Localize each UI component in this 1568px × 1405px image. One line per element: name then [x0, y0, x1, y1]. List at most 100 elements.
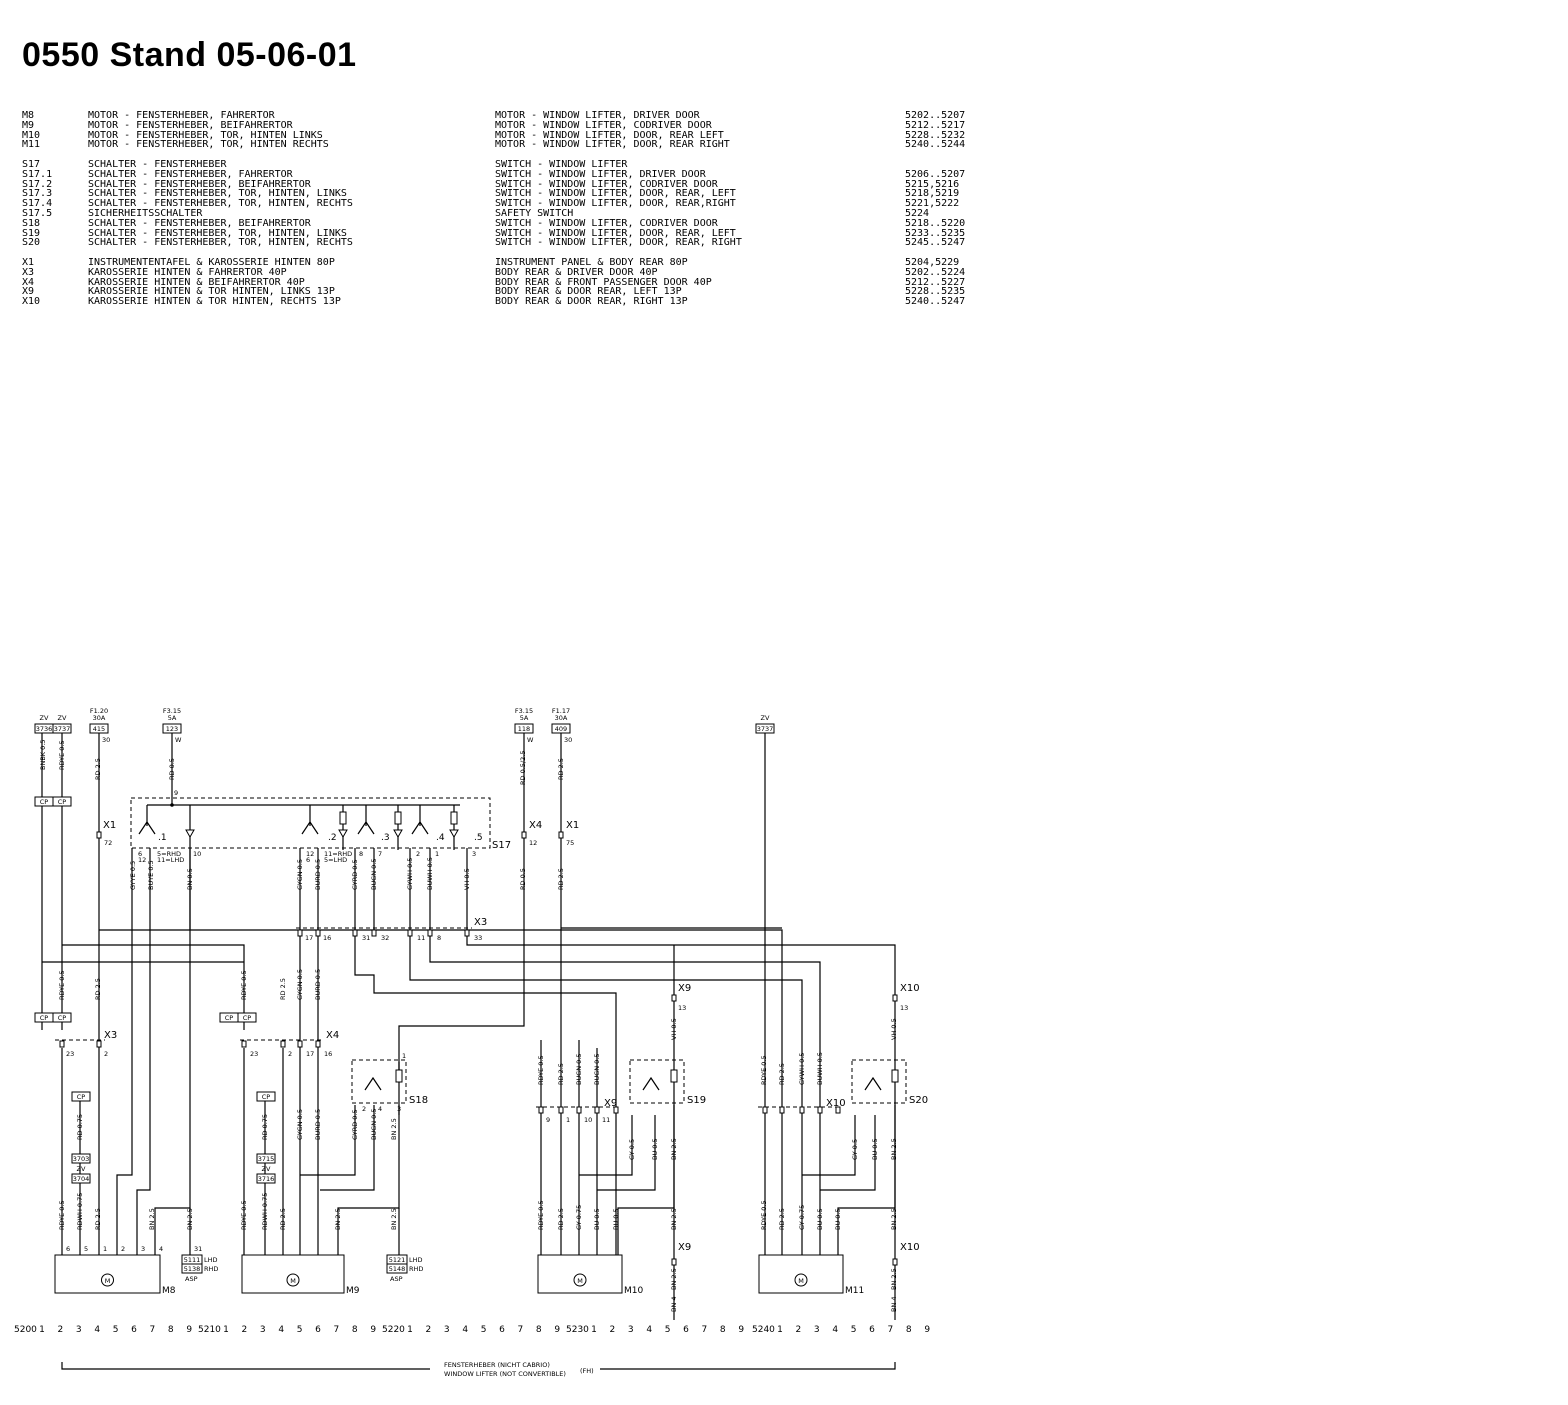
box: [237, 1012, 257, 1023]
supply-pin: W: [527, 736, 534, 744]
pin-number: 10: [193, 850, 201, 858]
ruler-tick: 9: [554, 1325, 560, 1335]
wire-label: GYRD 0.5: [351, 859, 359, 890]
pin-number: 1: [435, 850, 439, 858]
part-number-box: 5148: [389, 1265, 406, 1273]
ruler-tick: 6: [499, 1325, 505, 1335]
footer-line2: WINDOW LIFTER (NOT CONVERTIBLE): [444, 1370, 566, 1378]
legend-code: S20: [22, 237, 41, 249]
supply-box-number: 3736: [36, 725, 53, 733]
switch-position: .2: [328, 833, 337, 843]
wire-label: RDYE 0.5: [240, 1200, 248, 1230]
wire-label: RD 0.75: [76, 1114, 84, 1140]
wiring-diagram: ZV3736ZV3737F1.2030A41530F3.155A123WF3.1…: [14, 707, 930, 1378]
wire-label: RD 0.75: [261, 1114, 269, 1140]
ruler-tick: 1: [223, 1325, 229, 1335]
pin-number: 3: [397, 1105, 401, 1113]
wire-label: GY 0.5: [851, 1139, 859, 1160]
ruler-tick: 6: [315, 1325, 321, 1335]
legend-code: M10: [22, 129, 41, 141]
legend-en: MOTOR - WINDOW LIFTER, DOOR, REAR LEFT: [495, 129, 724, 141]
wire-label: RD 0.5/2.5: [519, 751, 527, 785]
ruler-tick: 4: [832, 1325, 838, 1335]
legend-code: X10: [22, 296, 41, 308]
wire-label: RDWH 0.75: [261, 1193, 269, 1230]
ruler-tick: 1: [591, 1325, 597, 1335]
wire-label: RD 2.5: [557, 1063, 565, 1085]
s18-contact: [364, 1076, 382, 1091]
wire-label: BUYE 0.5: [147, 860, 155, 890]
wire-label: BN 2.5: [186, 1208, 194, 1230]
legend-de: KAROSSERIE HINTEN & BEIFAHRERTOR 40P: [88, 276, 305, 288]
cp-box-label: CP: [58, 798, 67, 806]
ruler-tick: 2: [426, 1325, 432, 1335]
pin-number: 4: [159, 1245, 163, 1253]
pin-number: 23: [66, 1050, 74, 1058]
pin-number: 12: [306, 850, 314, 858]
wire-label: RD 2.5: [279, 978, 287, 1000]
wire-rd-0-5-2-5: [398, 733, 525, 1080]
supply-box: [755, 723, 775, 734]
pin-number: 2: [288, 1050, 292, 1058]
legend-ref: 5240..5244: [905, 139, 966, 151]
legend-en: BODY REAR & DOOR REAR, LEFT 13P: [495, 286, 682, 298]
legend-de: SCHALTER - FENSTERHEBER, TOR, HINTEN, LI…: [88, 188, 347, 200]
legend-de: MOTOR - FENSTERHEBER, TOR, HINTEN RECHTS: [88, 139, 329, 151]
legend-de: MOTOR - FENSTERHEBER, BEIFAHRERTOR: [88, 119, 293, 131]
motor-label: M9: [346, 1286, 360, 1296]
connector-x4: X4: [326, 1030, 339, 1041]
motor-icon: [573, 1273, 587, 1287]
pin-number: 17: [306, 1050, 314, 1058]
connector-x10: X10: [826, 1098, 846, 1109]
cp-box-label: CP: [225, 1014, 234, 1022]
legend-code: S17.2: [22, 178, 53, 190]
junction-dot: [170, 803, 174, 807]
legend-en: SWITCH - WINDOW LIFTER, DOOR, REAR, LEFT: [495, 188, 736, 200]
ruler-tick: 7: [518, 1325, 524, 1335]
connector-pin: [892, 1258, 898, 1266]
box-note: RHD: [204, 1265, 218, 1273]
pin-number: 5=RHD: [157, 850, 181, 858]
connector-pin: [96, 1040, 102, 1048]
ruler-tick: 6: [683, 1325, 689, 1335]
diode-icon: [185, 829, 195, 839]
wire-label: BN 2.5: [670, 1138, 678, 1160]
legend-code: S17.1: [22, 168, 53, 180]
motor-symbol: M: [290, 1277, 296, 1285]
part-number-box: 3716: [258, 1175, 275, 1183]
ruler-tick: 8: [720, 1325, 726, 1335]
ruler-tick: 5: [481, 1325, 487, 1335]
wire-bn-m9: [337, 1105, 400, 1260]
part-number-box: 3703: [73, 1155, 90, 1163]
s20-outline: [851, 1059, 907, 1104]
supply-pin: W: [175, 736, 182, 744]
pin-number: 5=LHD: [324, 856, 347, 864]
box: [52, 1012, 72, 1023]
pin-number: 8: [359, 850, 363, 858]
wire-label: RDYE 0.5: [537, 1055, 545, 1085]
wire-label: GYWH 0.5: [798, 1053, 806, 1085]
pin-number: 11=RHD: [324, 850, 352, 858]
motor-label: M8: [162, 1286, 176, 1296]
connector-x9: X9: [678, 1242, 691, 1253]
ruler-tick: 4: [646, 1325, 652, 1335]
resistor-icon: [450, 811, 458, 825]
wire-gyye: [116, 930, 133, 1260]
labels: ZV3736ZV3737F1.2030A41530F3.155A123WF3.1…: [14, 707, 930, 1378]
legend-en: SWITCH - WINDOW LIFTER: [495, 158, 628, 170]
legend-de: KAROSSERIE HINTEN & TOR HINTEN, RECHTS 1…: [88, 296, 341, 308]
legend-ref: 5204,5229: [905, 256, 960, 268]
connector-pin: [576, 1106, 582, 1114]
legend-de: SCHALTER - FENSTERHEBER, BEIFAHRERTOR: [88, 217, 311, 229]
wire-label: BUGN 0.5: [575, 1053, 583, 1085]
wire-label: BUGN 0.5: [370, 858, 378, 890]
pin-number: 23: [250, 1050, 258, 1058]
wire-label: RDWH 0.75: [76, 1193, 84, 1230]
legend-en: MOTOR - WINDOW LIFTER, CODRIVER DOOR: [495, 119, 712, 131]
wire-label: BU 0.5: [612, 1208, 620, 1230]
wire-label: RDYE 0.5: [760, 1055, 768, 1085]
connector-pin: [671, 994, 677, 1002]
legend-code: X1: [22, 256, 35, 268]
resistor-icon: [394, 811, 402, 825]
box: [71, 1153, 91, 1164]
